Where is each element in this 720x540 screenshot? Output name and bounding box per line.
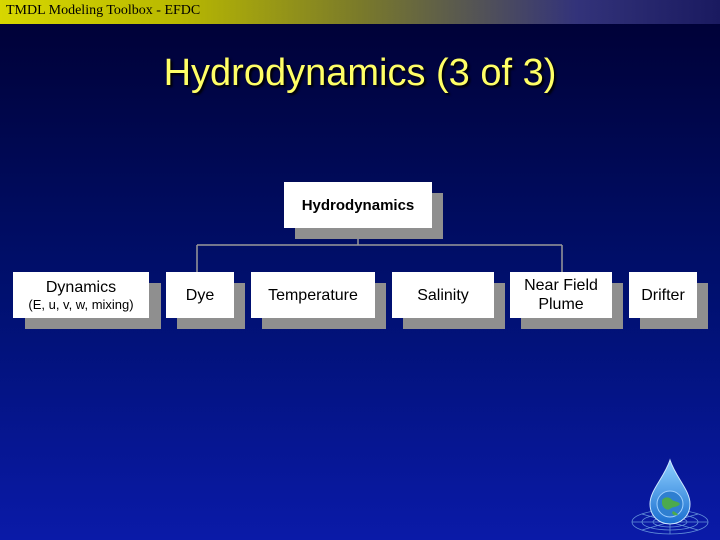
- water-drop-globe-icon: [631, 458, 709, 535]
- child-box-label: Near Field: [524, 277, 598, 294]
- root-box-hydrodynamics: Hydrodynamics: [284, 182, 432, 228]
- child-box-near-field-plume: Near Field Plume: [510, 272, 612, 318]
- child-box-salinity: Salinity: [392, 272, 494, 318]
- child-box-dynamics: Dynamics (E, u, v, w, mixing): [13, 272, 149, 318]
- child-box-label: Salinity: [417, 286, 469, 304]
- toolbox-title: TMDL Modeling Toolbox - EFDC: [6, 3, 201, 18]
- child-box-drifter: Drifter: [629, 272, 697, 318]
- header-bar: TMDL Modeling Toolbox - EFDC: [0, 0, 720, 24]
- slide-title: Hydrodynamics (3 of 3): [163, 52, 557, 94]
- child-box-label: Temperature: [268, 286, 358, 304]
- child-box-label: Dynamics: [45, 279, 117, 296]
- child-box-sublabel: (E, u, v, w, mixing): [28, 297, 134, 312]
- child-box-label: Drifter: [641, 286, 685, 304]
- child-box-dye: Dye: [166, 272, 234, 318]
- child-box-temperature: Temperature: [251, 272, 375, 318]
- root-box-label: Hydrodynamics: [301, 196, 415, 214]
- child-box-label: Dye: [185, 286, 215, 304]
- child-box-label-line2: Plume: [538, 296, 584, 313]
